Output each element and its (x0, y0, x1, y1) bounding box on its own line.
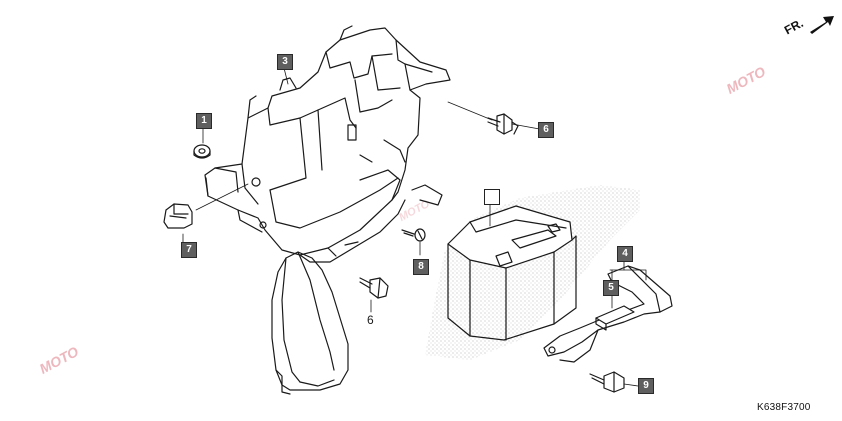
callout-1: 1 (196, 113, 212, 129)
battery-band (543, 265, 673, 363)
leader-lines (182, 67, 647, 387)
callout-9: 9 (638, 378, 654, 394)
battery-box (204, 25, 451, 263)
callout-4: 4 (617, 246, 633, 262)
grommet (193, 144, 211, 159)
cushion (595, 305, 635, 331)
callout-5: 5 (603, 280, 619, 296)
flange-bolt-upper (487, 113, 519, 135)
flange-bolt-lower (359, 277, 389, 299)
tapping-screw (401, 228, 426, 242)
callout-2 (484, 189, 500, 205)
lower-cover (271, 251, 349, 395)
callout-6-upper: 6 (538, 122, 554, 138)
front-direction-arrow-icon (810, 16, 834, 34)
callout-6-lower: 6 (367, 313, 374, 327)
callout-8: 8 (413, 259, 429, 275)
clip-nut (163, 203, 193, 229)
diagram-code: K638F3700 (757, 402, 811, 413)
callout-7: 7 (181, 242, 197, 258)
battery (447, 205, 577, 341)
flange-bolt-band (589, 371, 625, 393)
callout-3: 3 (277, 54, 293, 70)
